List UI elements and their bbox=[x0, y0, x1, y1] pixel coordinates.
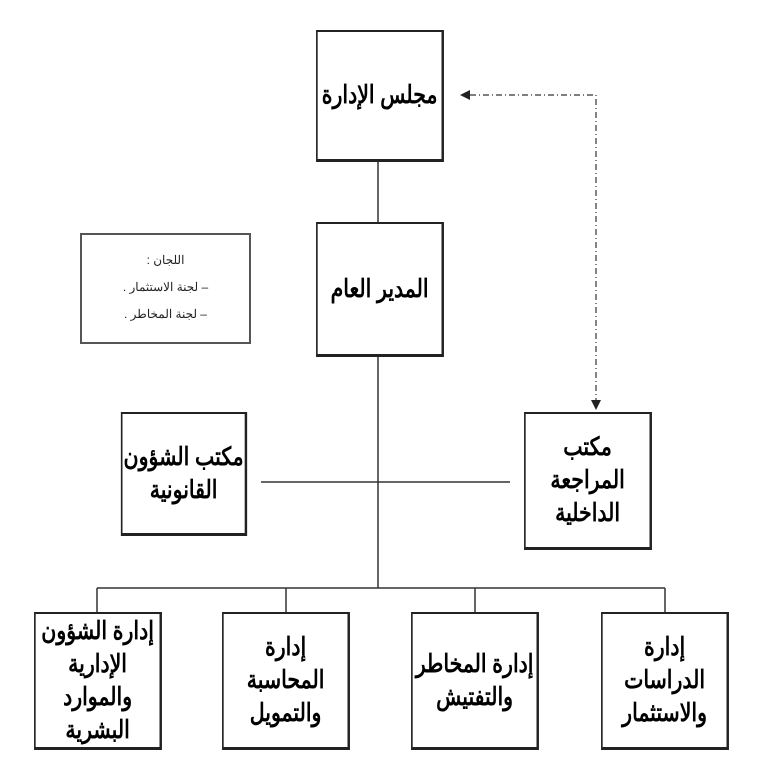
box-label: المدير العام bbox=[330, 274, 429, 303]
committee-item: – لجنة الاستثمار . bbox=[122, 280, 209, 294]
box-label: إدارة الشؤون bbox=[41, 616, 154, 645]
box-label: والتمويل bbox=[249, 699, 322, 727]
risk-inspection-department-box: إدارة المخاطر والتفتيش bbox=[411, 612, 539, 750]
internal-audit-box: مكتب المراجعة الداخلية bbox=[524, 412, 652, 550]
board-of-directors-box: مجلس الإدارة bbox=[316, 30, 444, 162]
arrowhead-icon bbox=[591, 400, 601, 410]
box-label: والاستثمار bbox=[622, 699, 708, 727]
box-label: مجلس الإدارة bbox=[321, 81, 438, 109]
audit-board-dashed-arrow bbox=[460, 90, 601, 410]
box-label: مكتب الشؤون bbox=[123, 442, 244, 471]
committee-item: – لجنة المخاطر . bbox=[124, 307, 207, 321]
general-manager-box: المدير العام bbox=[316, 222, 444, 357]
box-label: الإدارية والموارد bbox=[63, 649, 133, 711]
committees-box: اللجان : – لجنة الاستثمار . – لجنة المخا… bbox=[80, 233, 251, 344]
arrowhead-icon bbox=[460, 90, 470, 100]
studies-investment-department-box: إدارة الدراسات والاستثمار bbox=[601, 612, 729, 750]
box-label: مكتب المراجعة bbox=[550, 433, 625, 494]
box-label: البشرية bbox=[65, 715, 130, 744]
accounting-finance-department-box: إدارة المحاسبة والتمويل bbox=[222, 612, 350, 750]
box-label: القانونية bbox=[149, 475, 218, 504]
box-label: والتفتيش bbox=[436, 682, 514, 711]
box-label: إدارة المخاطر bbox=[415, 649, 534, 678]
committees-title: اللجان : bbox=[146, 253, 185, 267]
hr-admin-department-box: إدارة الشؤون الإدارية والموارد البشرية bbox=[34, 612, 162, 750]
box-label: إدارة المحاسبة bbox=[246, 633, 325, 694]
box-label: الداخلية bbox=[555, 499, 621, 527]
box-label: إدارة الدراسات bbox=[624, 633, 706, 694]
legal-office-box: مكتب الشؤون القانونية bbox=[120, 412, 248, 536]
